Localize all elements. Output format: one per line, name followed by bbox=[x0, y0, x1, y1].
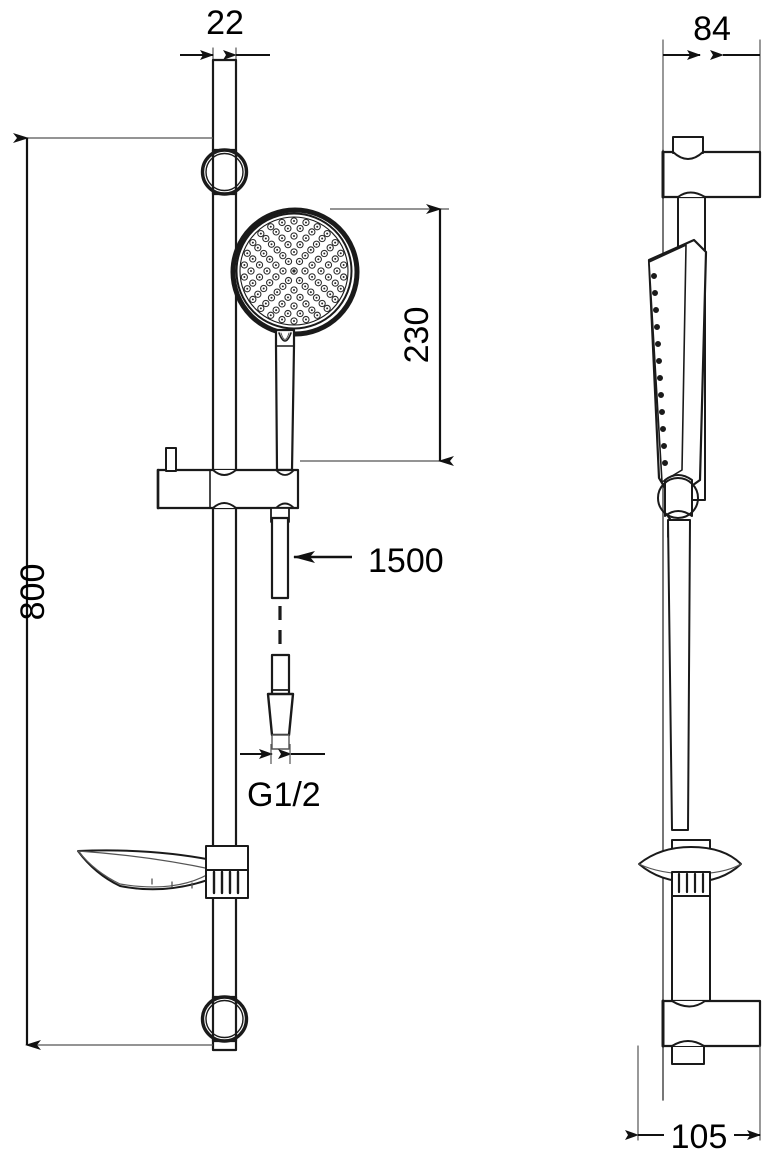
front-view bbox=[77, 47, 360, 1052]
hose-connector bbox=[266, 689, 295, 750]
shower-handle-side bbox=[667, 519, 691, 831]
front-view-dimensions: 22 800 230 1500 G1/2 bbox=[13, 4, 454, 1050]
shower-hose bbox=[270, 516, 291, 705]
shower-head-side bbox=[647, 238, 708, 521]
extension-lines-bracket-width bbox=[662, 39, 761, 153]
upper-wall-mount bbox=[200, 148, 249, 196]
lower-wall-mount bbox=[200, 995, 249, 1043]
dimension-label-230: 230 bbox=[398, 307, 436, 364]
dimension-overall-height: 800 bbox=[13, 133, 213, 1050]
dimension-label-g12: G1/2 bbox=[247, 776, 321, 814]
slide-rail bbox=[211, 58, 238, 1052]
dimension-handset-drop: 230 bbox=[300, 204, 454, 466]
shower-nozzles-side bbox=[650, 273, 668, 467]
upper-wall-mount-side bbox=[661, 136, 762, 199]
shower-handle bbox=[274, 328, 296, 472]
shower-head bbox=[230, 207, 360, 337]
lower-wall-mount-side bbox=[661, 999, 762, 1065]
soap-dish-side bbox=[638, 839, 742, 1007]
dimension-label-1500: 1500 bbox=[368, 542, 444, 580]
extension-lines-projection-depth bbox=[637, 1045, 761, 1141]
side-view bbox=[637, 39, 762, 1141]
dimension-label-800: 800 bbox=[14, 564, 52, 621]
dimension-hose-length: 1500 bbox=[293, 542, 444, 580]
dimension-bracket-width: 84 bbox=[663, 10, 760, 60]
dimension-label-84: 84 bbox=[693, 10, 731, 48]
dimension-label-22: 22 bbox=[206, 4, 244, 42]
dimension-hose-thread: G1/2 bbox=[240, 744, 325, 814]
shower-nozzles bbox=[240, 217, 348, 325]
side-view-dimensions: 84 105 bbox=[625, 10, 761, 1156]
soap-dish bbox=[77, 845, 249, 899]
dimension-projection-depth: 105 bbox=[625, 1118, 761, 1156]
dimension-rail-diameter: 22 bbox=[180, 4, 270, 60]
dimension-label-105: 105 bbox=[671, 1118, 728, 1156]
